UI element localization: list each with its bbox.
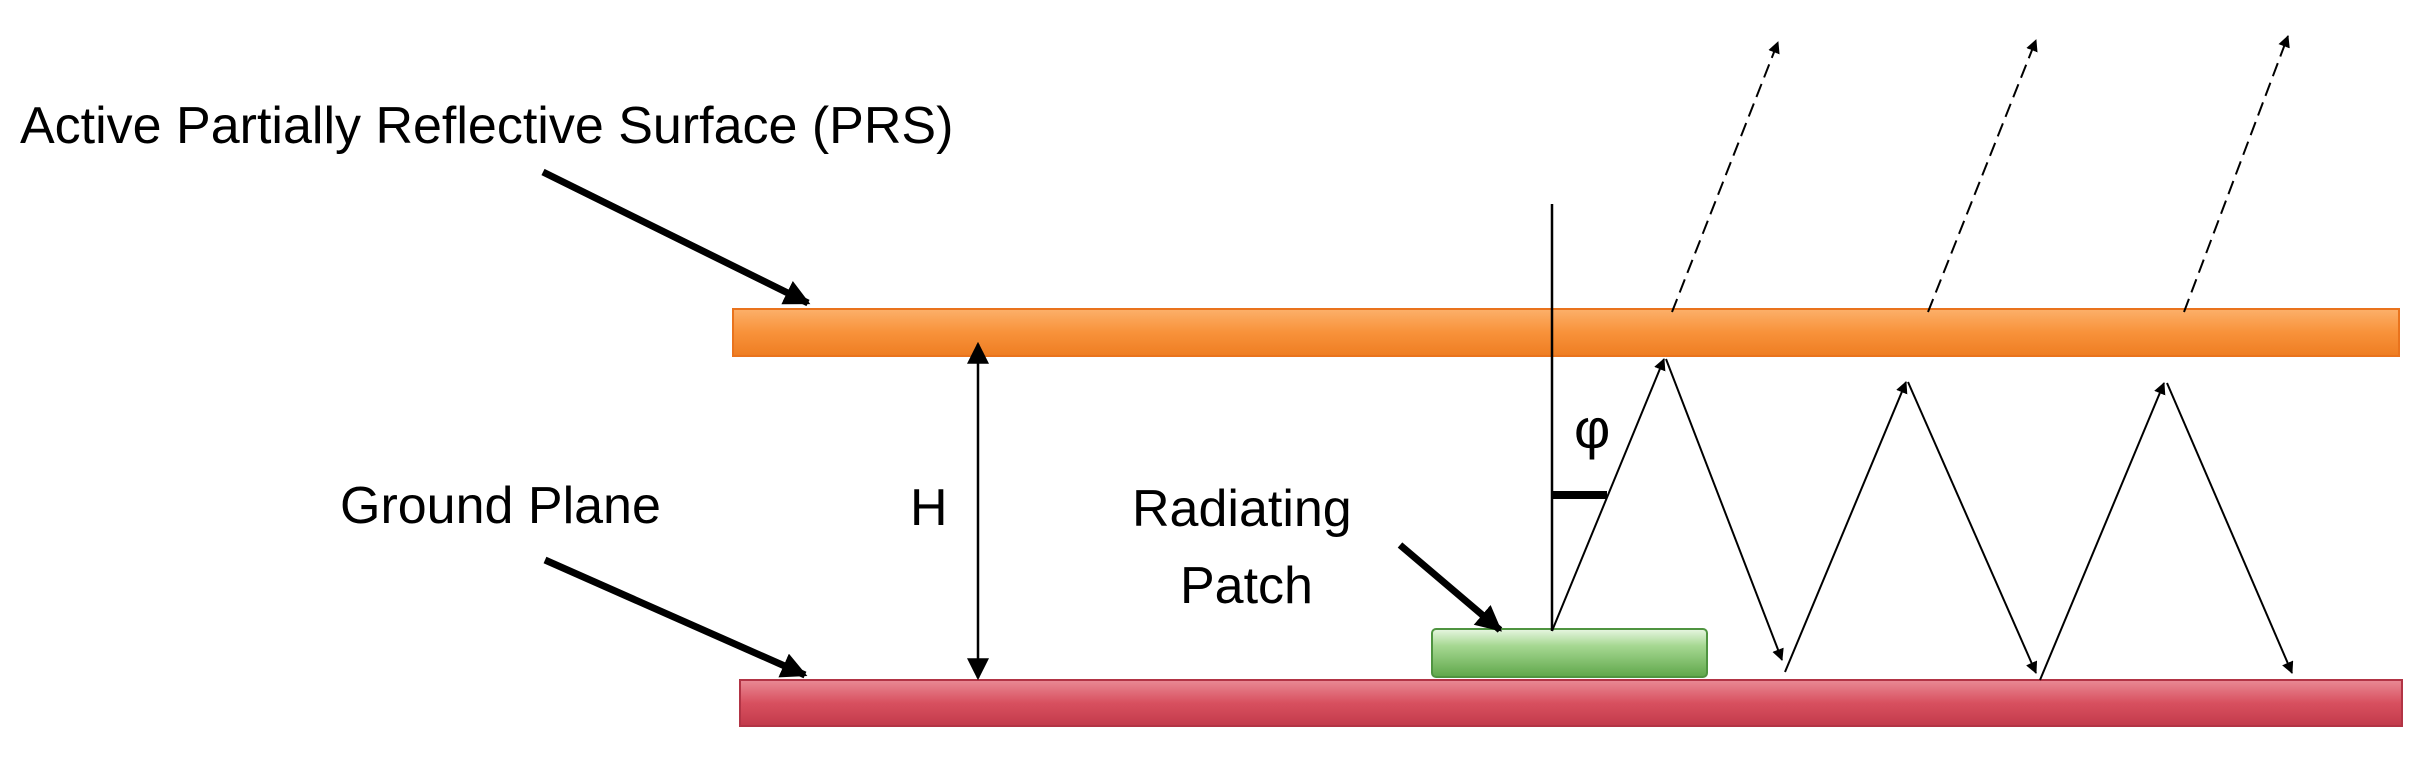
ground-plane-slab bbox=[739, 679, 2403, 727]
transmitted-ray bbox=[2183, 35, 2290, 313]
ray-segment bbox=[2039, 382, 2166, 681]
ray-segment bbox=[1907, 381, 2038, 674]
prs-label: Active Partially Reflective Surface (PRS… bbox=[20, 97, 953, 155]
ray-segment bbox=[2166, 382, 2294, 674]
prs-slab bbox=[732, 308, 2400, 357]
patch-label-line2: Patch bbox=[1180, 557, 1313, 615]
transmitted-ray bbox=[1927, 39, 2038, 313]
patch-callout-arrow bbox=[1397, 542, 1503, 633]
patch-label-line1: Radiating bbox=[1132, 480, 1352, 538]
ray-segment bbox=[1665, 358, 1784, 661]
ground-callout-arrow bbox=[543, 556, 808, 679]
radiating-patch bbox=[1431, 628, 1708, 678]
transmitted-ray bbox=[1671, 41, 1780, 313]
prs-callout-arrow bbox=[541, 168, 811, 307]
ground-plane-label: Ground Plane bbox=[340, 477, 661, 535]
height-label: H bbox=[910, 479, 948, 537]
ray-segment bbox=[1551, 358, 1666, 632]
angle-label: φ bbox=[1574, 397, 1610, 460]
ray-segment bbox=[1784, 381, 1908, 673]
